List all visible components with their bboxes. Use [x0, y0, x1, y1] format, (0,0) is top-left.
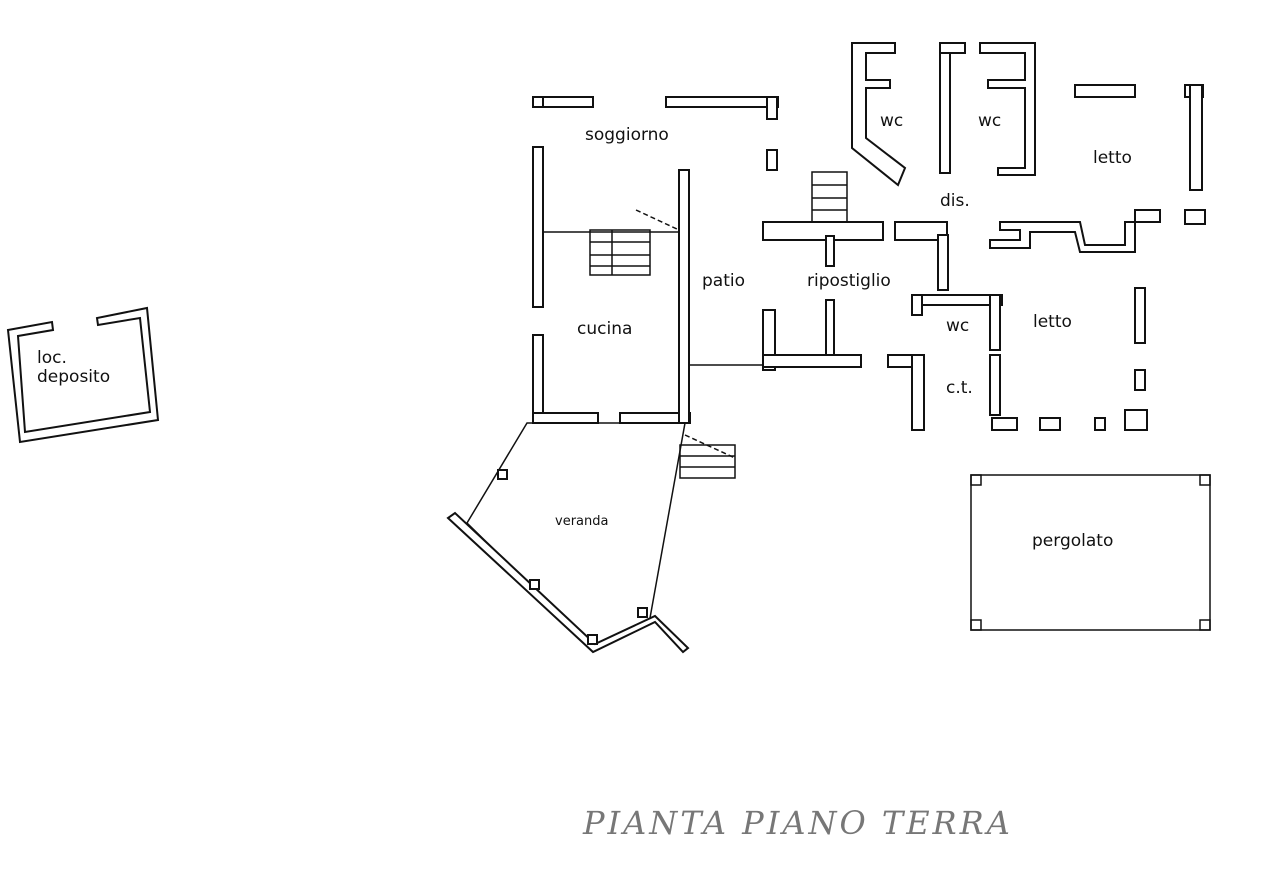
- room-label-deposito-line2: deposito: [37, 367, 110, 387]
- room-label-ct: c.t.: [946, 378, 973, 398]
- pergolato-outline: [970, 474, 1211, 631]
- room-label-wc-3: wc: [946, 316, 969, 336]
- room-label-cucina: cucina: [577, 319, 632, 339]
- room-label-dis: dis.: [940, 191, 970, 211]
- deposito-walls: [6, 306, 160, 444]
- room-label-pergolato: pergolato: [1032, 531, 1113, 551]
- room-label-soggiorno: soggiorno: [585, 125, 669, 145]
- plan-title: PIANTA PIANO TERRA: [582, 804, 1013, 842]
- room-label-wc-1: wc: [880, 111, 903, 131]
- room-label-letto-1: letto: [1093, 148, 1132, 168]
- veranda-outline: [446, 422, 690, 654]
- room-label-wc-2: wc: [978, 111, 1001, 131]
- house-walls: [532, 42, 1206, 479]
- room-label-ripostiglio: ripostiglio: [807, 271, 891, 291]
- room-label-veranda: veranda: [555, 514, 608, 529]
- room-label-patio: patio: [702, 271, 745, 291]
- room-label-letto-2: letto: [1033, 312, 1072, 332]
- room-label-deposito-line1: loc.: [37, 348, 67, 368]
